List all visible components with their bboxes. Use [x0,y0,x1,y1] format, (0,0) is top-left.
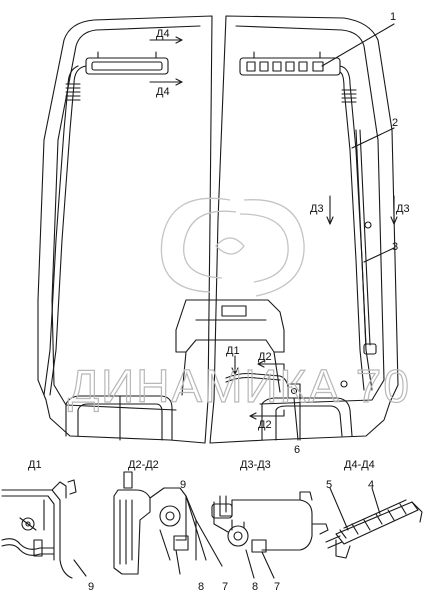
section-label-d3-right: Д3 [396,203,410,215]
right-pipe [359,129,371,346]
leader-2 [351,127,395,149]
callout-2: 2 [392,117,398,129]
detail-d2 [113,471,223,575]
right-cable-grommet [341,89,357,103]
detail-d1 [1,479,87,579]
section-label-d3-left: Д3 [310,203,324,215]
callout-7-d2: 7 [222,581,228,593]
watermark-logo [160,197,305,297]
callout-4: 4 [368,479,374,491]
callout-7-d3: 7 [274,581,280,593]
right-bottom-frame [261,397,353,441]
section-label-d2-bottom: Д2 [258,419,272,431]
detail-d4 [325,487,423,559]
section-label-d4-top: Д4 [156,28,170,40]
center-wiring [225,372,289,387]
callout-5: 5 [326,479,332,491]
section-d1-arrow [231,355,239,375]
callout-1: 1 [390,11,396,23]
right-panel-outline [209,15,399,444]
left-cable-grommet [65,83,81,101]
left-cable [49,65,87,396]
section-label-d4-bottom: Д4 [156,86,170,98]
section-label-d2-top: Д2 [258,351,272,363]
left-panel-outline [37,15,213,444]
leader-1 [321,23,395,67]
section-d4-line [149,39,183,83]
section-d2-top-line [257,363,285,371]
callout-8-d2: 8 [198,581,204,593]
callout-9-d1: 9 [88,581,94,593]
detail-title-d2: Д2-Д2 [128,459,159,471]
detail-d3 [211,491,329,579]
callout-6: 6 [294,444,300,456]
section-d2-bottom-line [249,409,285,417]
callout-3: 3 [392,241,398,253]
leader-3 [363,247,395,263]
watermark: ДИНАМИКА 70 [68,360,411,412]
section-label-d1: Д1 [226,345,240,357]
detail-title-d1: Д1 [28,459,42,471]
leader-6 [293,397,299,441]
section-d4-arrow-bottom [175,78,183,86]
left-panel-inner [51,25,201,411]
right-panel-inner [235,25,385,405]
callout-8-d3: 8 [252,581,258,593]
detail-title-d4: Д4-Д4 [344,459,375,471]
callout-9-d2: 9 [180,479,186,491]
section-d4-arrow-top [175,36,183,44]
left-ceiling-lamp [85,57,169,75]
detail-title-d3: Д3-Д3 [240,459,271,471]
